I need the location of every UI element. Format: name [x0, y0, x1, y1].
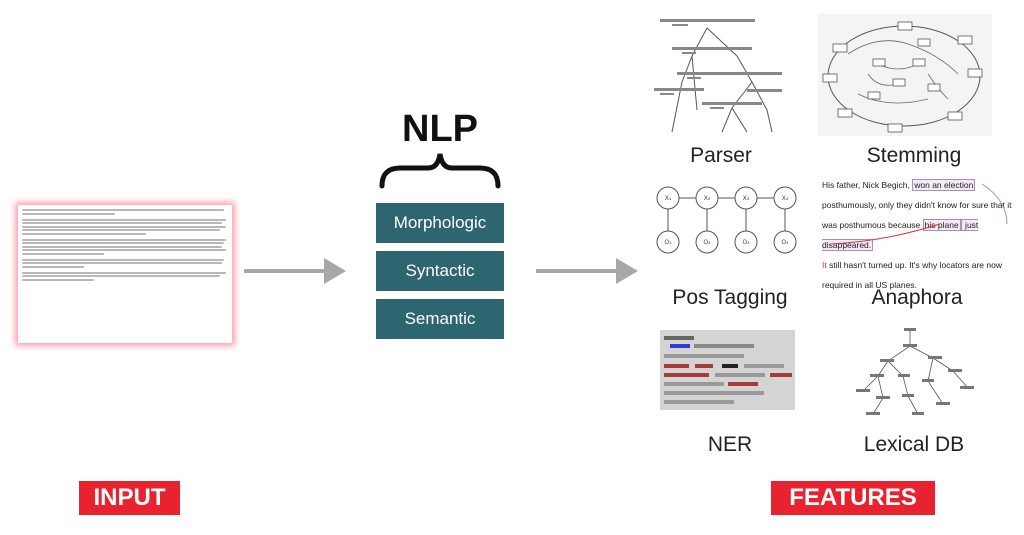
svg-text:O₂: O₂: [703, 239, 711, 246]
features-badge: FEATURES: [771, 481, 935, 515]
input-document: [18, 205, 232, 343]
anaphora-h1: won an election: [912, 179, 976, 191]
input-badge: INPUT: [79, 481, 180, 515]
layer-semantic: Semantic: [376, 299, 504, 339]
ner-screenshot-image: [660, 330, 795, 410]
pos-tagging-image: X₁ X₂ X₃ X₄ O₁ O₂ O₃ O₄: [656, 186, 797, 254]
anaphora-t7: required in all US planes.: [822, 280, 917, 290]
anaphora-text-image: His father, Nick Begich, won an election…: [822, 175, 1012, 295]
feature-label-pos-tagging: Pos Tagging: [672, 286, 788, 309]
parser-tree-image: [654, 19, 782, 133]
anaphora-t2: posthumously, only they didn't know for …: [822, 200, 1012, 210]
svg-text:O₄: O₄: [781, 239, 789, 246]
feature-label-ner: NER: [707, 433, 753, 456]
lexical-db-tree-image: [856, 328, 974, 415]
feature-label-stemming: Stemming: [866, 144, 962, 167]
feature-label-lexical-db: Lexical DB: [863, 433, 965, 456]
arrow-head-1: [324, 258, 346, 284]
layer-syntactic: Syntactic: [376, 251, 504, 291]
feature-label-anaphora: Anaphora: [871, 286, 963, 309]
svg-text:O₁: O₁: [664, 239, 672, 246]
layer-morphologic: Morphologic: [376, 203, 504, 243]
svg-text:X₃: X₃: [743, 195, 750, 202]
feature-label-parser: Parser: [690, 144, 752, 167]
svg-text:X₁: X₁: [665, 195, 672, 202]
curly-brace: [379, 153, 501, 189]
arrow-head-2: [616, 258, 638, 284]
arrow-nlp-to-features: [536, 269, 618, 273]
anaphora-h2: his plane: [922, 219, 961, 231]
anaphora-t3: was posthumous because: [822, 220, 923, 230]
svg-text:O₃: O₃: [742, 239, 750, 246]
arrow-input-to-nlp: [244, 269, 326, 273]
anaphora-link-lines: [829, 183, 1008, 245]
nlp-title: NLP: [402, 108, 478, 150]
anaphora-t1: His father, Nick Begich,: [822, 180, 913, 190]
svg-text:X₂: X₂: [704, 195, 711, 202]
stemming-graph-image: [818, 14, 992, 136]
anaphora-t6: still hasn't turned up. It's why locator…: [826, 260, 1002, 270]
svg-text:X₄: X₄: [782, 195, 789, 202]
anaphora-t5: It: [822, 260, 827, 270]
